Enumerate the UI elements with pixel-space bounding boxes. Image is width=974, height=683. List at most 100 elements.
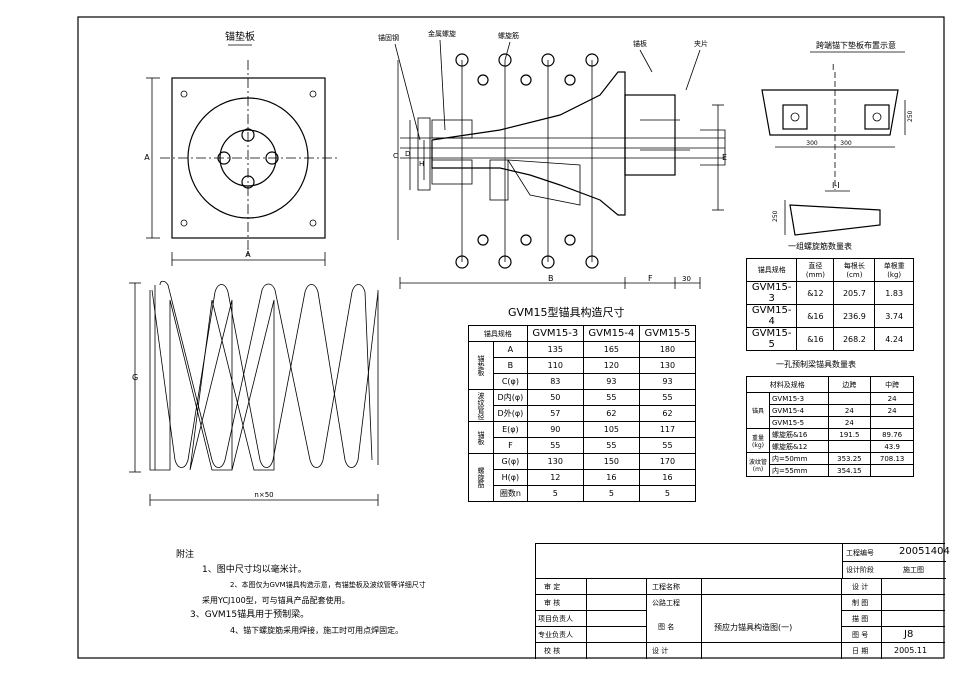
table-cell: 直径(mm) — [796, 258, 835, 282]
table-cell: 62 — [638, 405, 697, 422]
table-cell: 55 — [638, 437, 697, 454]
table-cell: 12 — [526, 469, 584, 486]
table-cell: GVM15-5 — [769, 416, 829, 429]
table-cell: 24 — [870, 404, 914, 417]
table-cell: 354.15 — [827, 464, 872, 477]
table-cell: 117 — [638, 421, 697, 438]
table-cell: GVM15-3 — [745, 281, 798, 305]
table-cell: D内(φ) — [493, 389, 528, 406]
table-cell: 89.76 — [870, 428, 914, 441]
bearing-plate-view: 锚垫板 A A — [144, 30, 340, 266]
table-cell: 锚具规格 — [468, 325, 528, 342]
table-cell: 105 — [582, 421, 640, 438]
table-cell: &16 — [796, 304, 835, 328]
table-cell: 5 — [638, 485, 697, 502]
drawing-frame — [77, 16, 945, 659]
table-cell — [827, 440, 872, 453]
table-cell: 每根长(cm) — [833, 258, 876, 282]
table-cell: 单根重(kg) — [874, 258, 914, 282]
label-anchor-plate: 锚板 — [633, 39, 647, 48]
table-cell: 90 — [526, 421, 584, 438]
table-cell: 螺旋筋&12 — [769, 440, 829, 453]
table-cell: 55 — [582, 389, 640, 406]
detail-view: 跨端锚下垫板布置示意 I 300 300 250 I-I 250 — [761, 40, 914, 236]
table-cell: A — [493, 341, 528, 358]
svg-text:F: F — [648, 274, 653, 283]
table-cell: 83 — [526, 373, 584, 390]
notes: 附注 1、图中尺寸均以毫米计。 2、本图仅为GVM锚具构造示意，有锚垫板及波纹管… — [176, 548, 526, 638]
table-cell: 170 — [638, 453, 697, 470]
label-wedge: 夹片 — [694, 39, 708, 48]
table-cell: 中跨 — [870, 376, 914, 393]
table-cell: 62 — [582, 405, 640, 422]
svg-text:I-I: I-I — [832, 181, 840, 190]
svg-text:A: A — [144, 153, 150, 162]
table-cell: 55 — [638, 389, 697, 406]
svg-text:I: I — [832, 63, 834, 72]
note-1: 1、图中尺寸均以毫米计。 — [202, 565, 307, 575]
drawing-date: 2005.11 — [894, 646, 928, 655]
label-metal-spiral: 金属螺旋 — [428, 29, 456, 38]
table-cell: GVM15-4 — [745, 304, 798, 328]
svg-text:250: 250 — [772, 210, 779, 222]
table-cell: 螺旋筋&16 — [769, 428, 829, 441]
table-cell: 4.24 — [874, 327, 914, 351]
table-cell: GVM15-5 — [745, 327, 798, 351]
table-cell: 锚具规格 — [745, 258, 798, 282]
svg-text:300: 300 — [840, 140, 852, 147]
table-cell: 93 — [582, 373, 640, 390]
table-cell: 135 — [526, 341, 584, 358]
table-cell: 236.9 — [833, 304, 876, 328]
table-cell: 205.7 — [833, 281, 876, 305]
table-cell: C(φ) — [493, 373, 528, 390]
note-2: 2、本图仅为GVM锚具构造示意，有锚垫板及波纹管等详细尺寸 — [230, 581, 426, 589]
table-cell: 圈数n — [493, 485, 528, 502]
table-header-row: 材料及规格边跨中跨 — [746, 376, 914, 393]
svg-text:n×50: n×50 — [254, 491, 273, 499]
spiral-rebar-section — [455, 53, 599, 269]
table-cell: 材料及规格 — [746, 376, 829, 393]
main-table-title: GVM15型锚具构造尺寸 — [508, 306, 625, 319]
spiral-rebar-elevation: G n×50 — [129, 280, 379, 506]
table-cell: 锚具 — [746, 392, 770, 429]
table-cell: 24 — [870, 392, 914, 405]
table-cell: 268.2 — [833, 327, 876, 351]
table-cell: 16 — [582, 469, 640, 486]
table-cell: 353.25 — [827, 452, 872, 465]
qty-table-title: 一孔预制梁锚具数量表 — [776, 360, 856, 369]
table-cell: 55 — [526, 437, 584, 454]
table-cell: 150 — [582, 453, 640, 470]
svg-text:C: C — [393, 152, 398, 160]
svg-text:D: D — [405, 150, 410, 158]
note-3: 3、GVM15锚具用于预制梁。 — [190, 610, 310, 620]
table-cell: 3.74 — [874, 304, 914, 328]
table-cell: 191.5 — [827, 428, 872, 441]
table-cell: 55 — [582, 437, 640, 454]
table-cell: 螺旋筋 — [468, 453, 494, 502]
table-cell: 24 — [827, 404, 872, 417]
label-spiral-rebar: 螺旋筋 — [498, 31, 519, 40]
anchor-plate — [624, 94, 676, 176]
table-cell: 锚板 — [468, 421, 494, 454]
table-cell: &16 — [796, 327, 835, 351]
spiral-table-title: 一组螺旋筋数量表 — [788, 242, 852, 251]
table-cell: 重量(kg) — [746, 428, 770, 453]
table-cell: 边跨 — [827, 376, 872, 393]
trumpet-body — [431, 71, 626, 216]
table-cell: GVM15-4 — [582, 325, 640, 342]
table-cell: B — [493, 357, 528, 374]
anchorage-section-view: 锚固钢 金属螺旋 螺旋筋 锚板 夹片 — [378, 29, 727, 289]
